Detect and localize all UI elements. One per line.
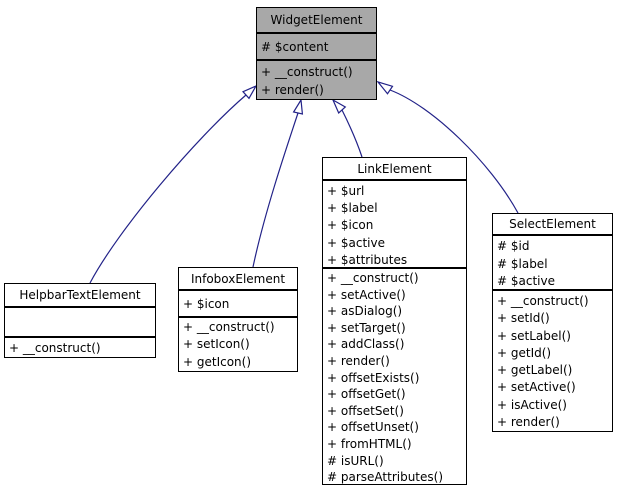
- method: + setTarget(): [327, 320, 406, 335]
- attribute: + $active: [327, 235, 385, 250]
- method: + setActive(): [497, 380, 576, 395]
- class-methods: + __construct() + setActive() + asDialog…: [323, 267, 466, 484]
- class-title: WidgetElement: [270, 13, 363, 27]
- class-attributes: + $url + $label + $icon + $active + $att…: [323, 179, 466, 267]
- method: + asDialog(): [327, 304, 403, 319]
- attribute: # $active: [497, 274, 555, 288]
- attribute: + $icon: [183, 296, 230, 311]
- class-methods: + __construct() + setIcon() + getIcon(): [179, 316, 297, 371]
- method: + __construct(): [497, 294, 589, 308]
- attribute: + $icon: [327, 218, 374, 233]
- method: + getLabel(): [497, 363, 573, 378]
- method: + offsetSet(): [327, 403, 404, 418]
- class-box-helpbartextelement[interactable]: HelpbarTextElement + __construct(): [4, 283, 156, 358]
- class-title: SelectElement: [509, 217, 596, 231]
- class-box-widgetelement[interactable]: WidgetElement # $content + __construct()…: [256, 7, 377, 100]
- method: + getIcon(): [183, 354, 252, 369]
- attribute: + $attributes: [327, 252, 408, 267]
- method: + isActive(): [497, 397, 567, 412]
- method: + render(): [327, 353, 390, 368]
- method: + setId(): [497, 311, 550, 326]
- class-methods: + __construct(): [5, 336, 155, 357]
- class-attributes: # $content: [257, 32, 376, 59]
- method: + setLabel(): [497, 328, 571, 343]
- class-title: InfoboxElement: [190, 271, 286, 286]
- class-title: LinkElement: [357, 161, 432, 176]
- method: # isURL(): [327, 453, 384, 468]
- method: + __construct(): [183, 320, 275, 334]
- inheritance-arrowhead-infobox: [292, 98, 304, 115]
- method: + render(): [497, 415, 560, 430]
- method: + getId(): [497, 345, 552, 360]
- method: + setActive(): [327, 287, 406, 302]
- method: + fromHTML(): [327, 436, 412, 451]
- class-title: HelpbarTextElement: [19, 288, 141, 302]
- class-box-linkelement[interactable]: LinkElement + $url + $label + $icon + $a…: [322, 157, 467, 485]
- inheritance-arrowhead-link: [331, 98, 347, 115]
- method: + offsetUnset(): [327, 420, 419, 435]
- method: + setIcon(): [183, 337, 250, 352]
- method: + offsetExists(): [327, 370, 420, 385]
- inheritance-arrow-helpbar: [89, 94, 247, 284]
- class-methods: + __construct() + setId() + setLabel() +…: [493, 289, 612, 431]
- attribute: + $label: [327, 201, 378, 216]
- class-attributes-empty: [5, 306, 155, 336]
- class-box-selectelement[interactable]: SelectElement # $id # $label # $active +…: [492, 213, 613, 432]
- attribute: # $label: [497, 256, 548, 271]
- method: + __construct(): [261, 65, 353, 79]
- class-attributes: + $icon: [179, 289, 297, 316]
- method: + __construct(): [9, 340, 101, 355]
- inheritance-arrow-infobox: [252, 112, 299, 268]
- method: # parseAttributes(): [327, 470, 444, 484]
- class-box-infoboxelement[interactable]: InfoboxElement + $icon + __construct() +…: [178, 267, 298, 372]
- inheritance-arrowhead-helpbar: [241, 84, 258, 100]
- method: + render(): [261, 83, 324, 97]
- attribute: + $url: [327, 184, 365, 198]
- class-methods: + __construct() + render(): [257, 59, 376, 99]
- method: + offsetGet(): [327, 387, 406, 402]
- attribute: # $content: [261, 39, 329, 54]
- method: + addClass(): [327, 337, 405, 352]
- method: + __construct(): [327, 271, 419, 285]
- class-attributes: # $id # $label # $active: [493, 234, 612, 289]
- inheritance-arrow-link: [341, 109, 363, 158]
- attribute: # $id: [497, 239, 530, 253]
- inheritance-arrowhead-select: [376, 80, 394, 95]
